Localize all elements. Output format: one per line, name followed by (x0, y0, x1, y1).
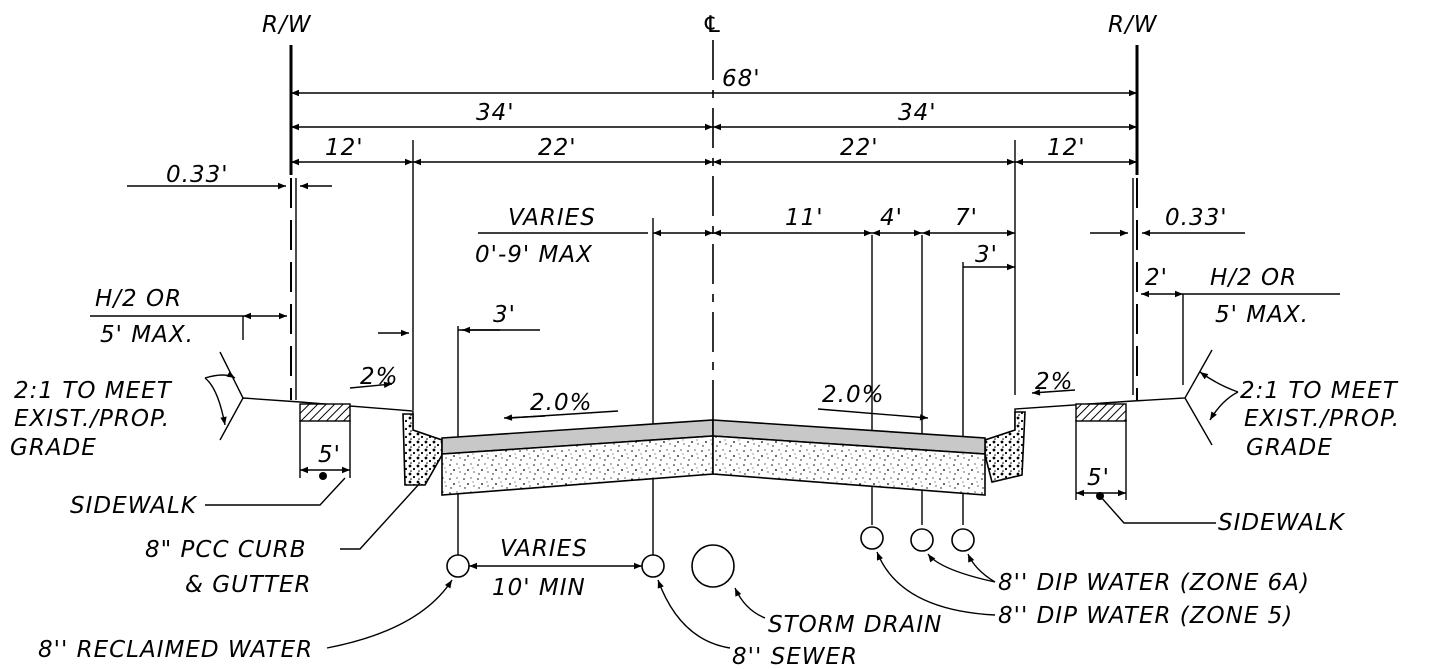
road-slope-right: 2.0% (822, 382, 884, 408)
dim-4-label: 4' (880, 205, 903, 231)
parkway-slope-right: 2% (1035, 369, 1074, 395)
slope-right-line2: EXIST./PROP. (1244, 406, 1400, 432)
slope-left-line1: 2:1 TO MEET (14, 378, 173, 404)
pipe-sewer (641, 554, 665, 578)
slope-left-line2: EXIST./PROP. (14, 406, 170, 432)
road-slope-left: 2.0% (530, 390, 592, 416)
dim-033-right-label: 0.33' (1165, 205, 1228, 231)
base-right (712, 435, 986, 496)
dim-12-left-label: 12' (325, 135, 364, 161)
varies-max-label: 0'-9' MAX (475, 242, 593, 268)
water-zone5-label: 8'' DIP WATER (ZONE 5) (998, 603, 1293, 629)
slope-left-line3: GRADE (10, 435, 97, 461)
h2-left-max-label: 5' MAX. (100, 322, 194, 348)
sidewalk-width-left: 5' (318, 442, 341, 468)
water-zone6a-label: 8'' DIP WATER (ZONE 6A) (998, 570, 1310, 596)
parkway-slope-left: 2% (360, 364, 399, 390)
pipe-reclaimed-water (446, 554, 470, 578)
dim-34-right-label: 34' (898, 100, 937, 126)
dim-11-label: 11' (785, 205, 824, 231)
pipe-water-zone6a-1 (910, 528, 934, 552)
dim-033-left-label: 0.33' (166, 162, 229, 188)
curb-label-line1: 8" PCC CURB (145, 537, 306, 563)
dim-3-left-label: 3' (493, 302, 516, 328)
h2-left-label: H/2 OR (95, 286, 182, 312)
rw-label-left: R/W (262, 12, 312, 38)
pipe-water-zone6a-2 (951, 528, 975, 552)
pipe-spacing-varies: VARIES (500, 536, 588, 562)
sidewalk-label-right: SIDEWALK (1218, 510, 1346, 536)
pipe-spacing-min: 10' MIN (492, 575, 586, 601)
dim-22-left-label: 22' (538, 135, 577, 161)
h2-right-max-label: 5' MAX. (1215, 302, 1309, 328)
pipe-storm-drain (691, 544, 735, 588)
sidewalk-slab-right (1075, 403, 1127, 422)
slope-right-line1: 2:1 TO MEET (1240, 378, 1399, 404)
slope-right-line3: GRADE (1246, 435, 1333, 461)
curb-gutter-left (402, 413, 443, 486)
storm-drain-label: STORM DRAIN (768, 612, 942, 638)
dim-68-label: 68' (722, 66, 761, 92)
centerline-label: ℄ (702, 12, 724, 38)
sidewalk-label-left: SIDEWALK (70, 493, 198, 519)
sewer-label: 8'' SEWER (732, 644, 858, 669)
sidewalk-slab-left (299, 403, 351, 422)
curb-gutter-right (984, 411, 1026, 483)
h2-right-label: H/2 OR (1210, 265, 1297, 291)
varies-label: VARIES (508, 205, 596, 231)
dim-22-right-label: 22' (840, 135, 879, 161)
reclaimed-water-label: 8'' RECLAIMED WATER (38, 637, 313, 663)
dim-7-label: 7' (955, 205, 978, 231)
dim-3-right-label: 3' (975, 242, 998, 268)
curb-label-line2: & GUTTER (185, 572, 312, 598)
dim-2-label: 2' (1145, 265, 1168, 291)
sidewalk-width-right: 5' (1087, 465, 1110, 491)
pipe-water-zone5 (860, 526, 884, 550)
dim-12-right-label: 12' (1047, 135, 1086, 161)
rw-label-right: R/W (1108, 12, 1158, 38)
dim-34-left-label: 34' (476, 100, 515, 126)
